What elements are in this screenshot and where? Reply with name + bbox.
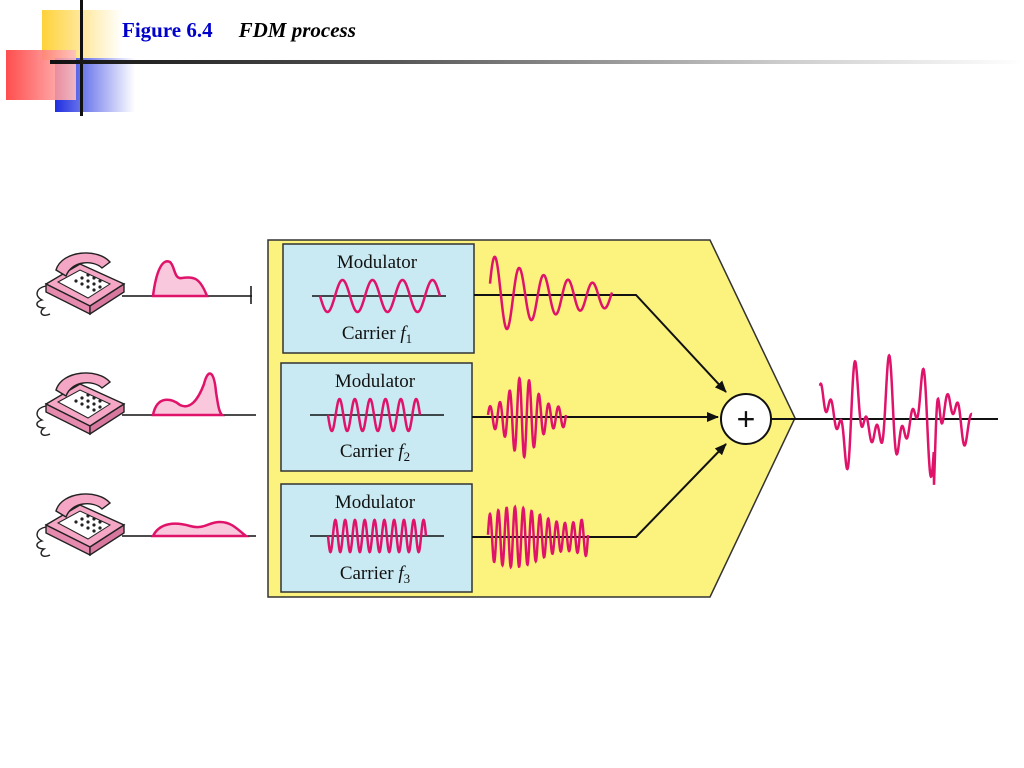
modulator-box-2: Modulator Carrier f2 [280, 362, 473, 472]
modulator-box-1: Modulator Carrier f1 [282, 243, 475, 354]
carrier-label: Carrier f3 [340, 563, 410, 586]
arrow-icon [474, 294, 727, 393]
slide-corner-decoration [6, 0, 135, 116]
arrow-icon [472, 443, 727, 538]
telephone-icon [36, 493, 125, 558]
composite-signal [818, 353, 973, 485]
figure-number: Figure 6.4 [122, 18, 213, 42]
summer-symbol: + [737, 401, 756, 437]
baseband-signal-2 [151, 372, 226, 417]
carrier-label: Carrier f1 [342, 323, 412, 346]
modulator-label: Modulator [337, 252, 418, 273]
telephone-icon [36, 252, 125, 317]
figure-caption: Figure 6.4 FDM process [122, 18, 356, 48]
modulated-signal-2 [486, 376, 568, 460]
carrier-wave-1 [318, 278, 442, 314]
baseband-signal-3 [150, 520, 250, 538]
figure-title: FDM process [238, 18, 356, 42]
carrier-wave-2 [326, 397, 422, 433]
modulator-label: Modulator [335, 492, 416, 513]
carrier-wave-3 [326, 518, 428, 554]
title-rule [50, 60, 1024, 64]
modulated-signal-3 [486, 504, 590, 570]
modulator-label: Modulator [335, 371, 416, 392]
telephone-icon [36, 372, 125, 437]
modulated-signal-1 [488, 255, 614, 331]
summing-junction-icon: + [720, 393, 772, 445]
baseband-signal-1 [151, 260, 209, 298]
carrier-label: Carrier f2 [340, 441, 410, 464]
